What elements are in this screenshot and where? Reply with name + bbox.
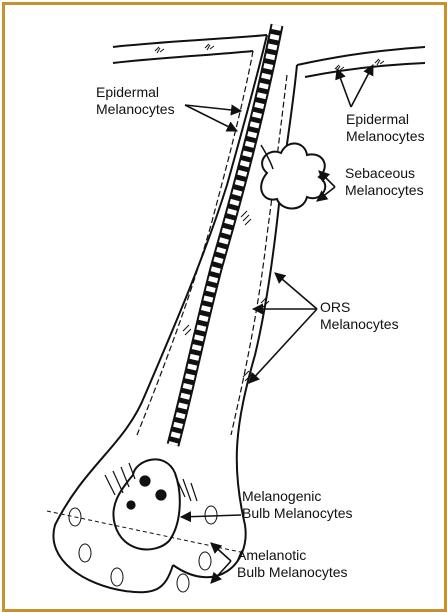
label-epidermal-left-line2: Melanocytes	[96, 101, 175, 118]
label-sebaceous-line2: Melanocytes	[345, 182, 424, 199]
label-ors: ORS Melanocytes	[320, 299, 399, 333]
hair-shaft	[173, 25, 277, 445]
label-epidermal-left: Epidermal Melanocytes	[96, 84, 175, 118]
label-amelanotic: Amelanotic Bulb Melanocytes	[237, 547, 348, 581]
label-amelanotic-line1: Amelanotic	[237, 547, 348, 564]
label-ors-line2: Melanocytes	[320, 316, 399, 333]
sebaceous-gland	[261, 143, 325, 208]
label-melanogenic-line2: Bulb Melanocytes	[242, 505, 353, 522]
label-melanogenic-line1: Melanogenic	[242, 488, 353, 505]
label-epidermal-right-line2: Melanocytes	[346, 128, 425, 145]
label-melanogenic: Melanogenic Bulb Melanocytes	[242, 488, 353, 522]
label-epidermal-left-line1: Epidermal	[96, 84, 175, 101]
label-epidermal-right: Epidermal Melanocytes	[346, 111, 425, 145]
label-ors-line1: ORS	[320, 299, 399, 316]
label-epidermal-right-line1: Epidermal	[346, 111, 425, 128]
label-sebaceous: Sebaceous Melanocytes	[345, 165, 424, 199]
label-amelanotic-line2: Bulb Melanocytes	[237, 564, 348, 581]
label-sebaceous-line1: Sebaceous	[345, 165, 424, 182]
